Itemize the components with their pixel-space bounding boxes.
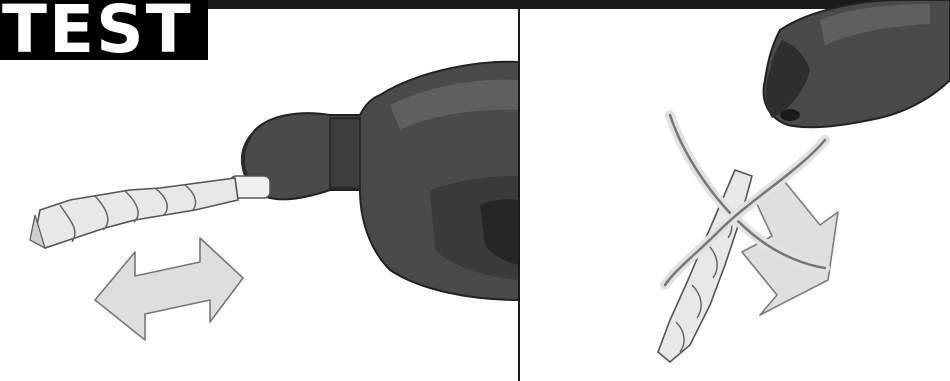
drill-bit-tilted [658,170,752,362]
hammer-drill [241,62,519,300]
right-illustration [520,0,950,381]
double-arrow-icon [95,238,243,340]
test-badge: TEST [0,0,208,60]
drill-chuck [764,0,950,127]
right-panel-incorrect [520,0,950,381]
drill-bit [30,178,238,248]
